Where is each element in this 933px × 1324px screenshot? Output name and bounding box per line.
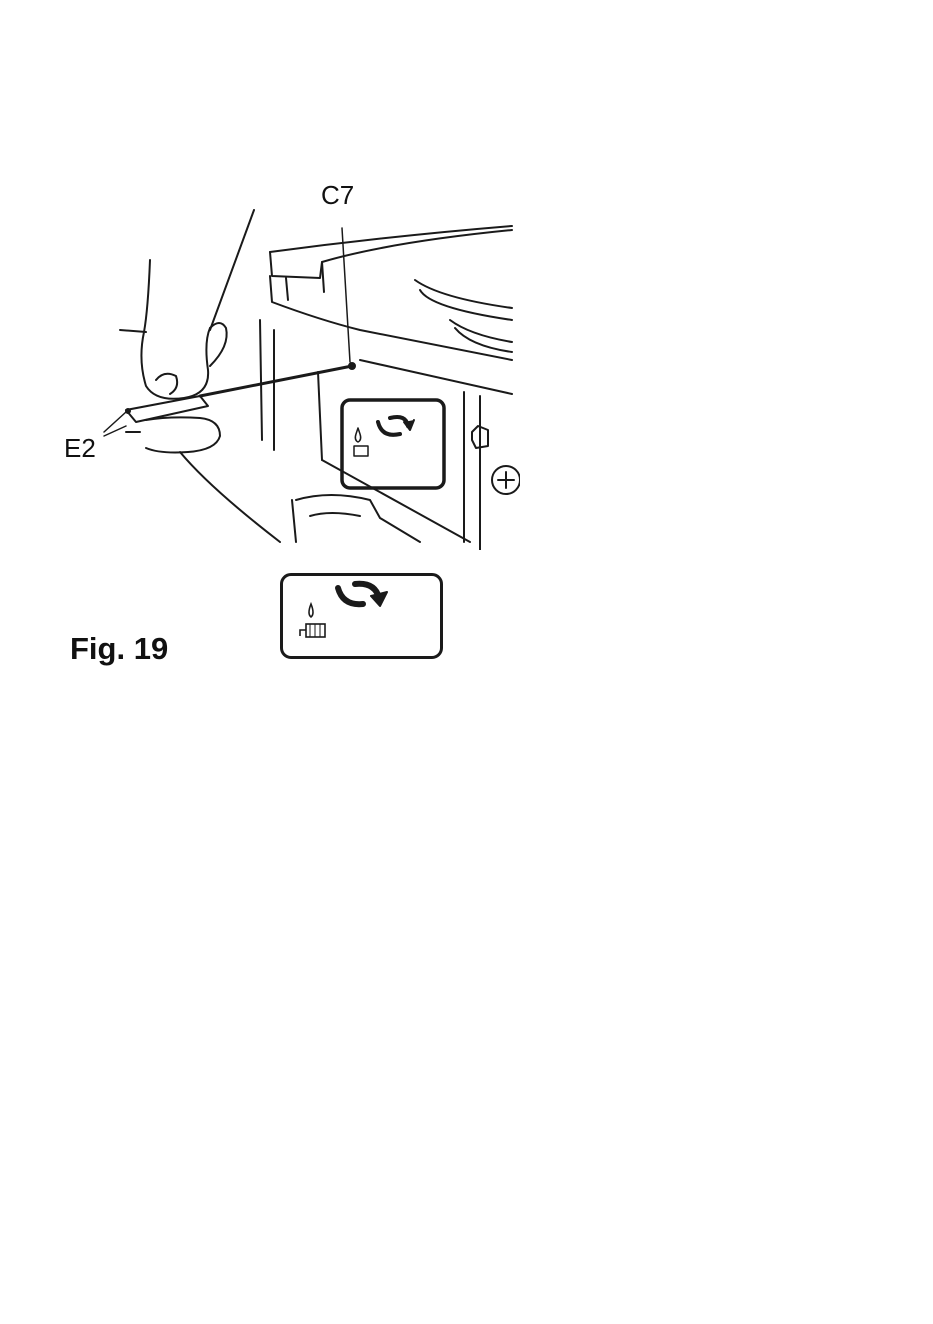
callout-c7: C7 bbox=[321, 182, 354, 208]
water-drop-icon bbox=[309, 604, 313, 617]
descale-icon bbox=[300, 624, 325, 637]
figure-caption: Fig. 19 bbox=[70, 633, 168, 664]
control-panel-detail bbox=[280, 573, 443, 659]
rotate-arrow-icon bbox=[338, 584, 387, 606]
coffee-machine-screwdriver-illustration bbox=[60, 170, 520, 550]
callout-e2: E2 bbox=[64, 435, 96, 461]
